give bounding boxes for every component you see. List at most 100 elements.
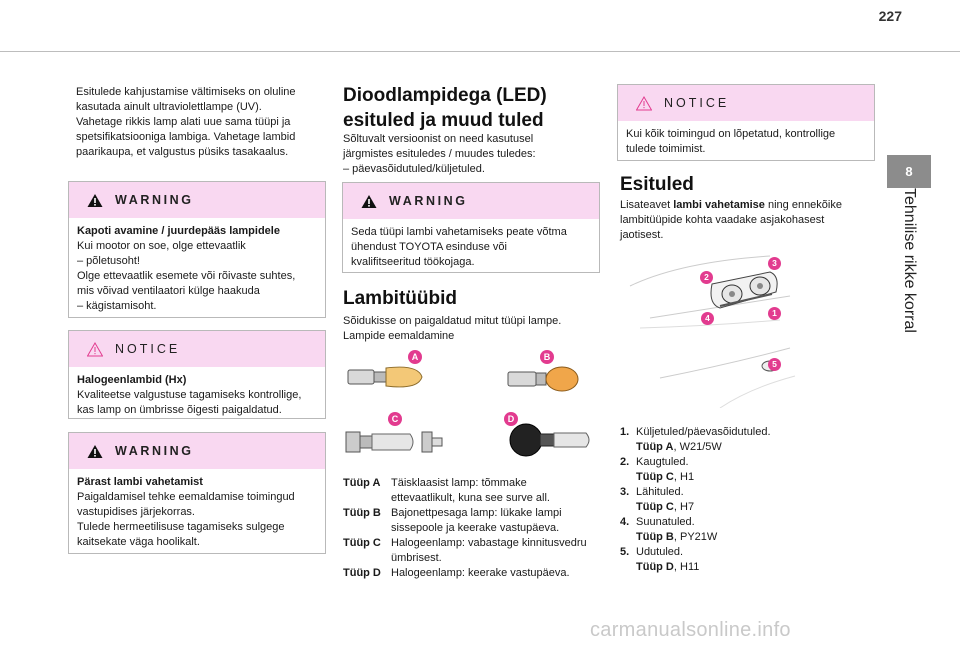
text-line: kvalifitseeritud töökojaga. <box>351 256 475 268</box>
section-title-line: Dioodlampidega (LED) <box>343 85 547 106</box>
text-span: ning ennekõike <box>764 199 842 211</box>
headlight-bulb-list: 1. Küljetuled/päevasõidutuled. Tüüp A, W2… <box>620 425 870 575</box>
warning-body: Seda tüüpi lambi vahetamiseks peate võtm… <box>343 219 599 277</box>
text-line: Sõltuvalt versioonist on need kasutusel <box>343 133 534 145</box>
item-name: Küljetuled/päevasõidutuled. <box>636 426 771 438</box>
text-line: Kvaliteetse valgustuse tagamiseks kontro… <box>77 389 302 401</box>
text-line: Olge ettevaatlik esemete või rõivaste su… <box>77 270 296 282</box>
item-spec: , W21/5W <box>673 441 722 453</box>
text-line: spetsifikatsiooniga lambiga. Vahetage la… <box>76 131 296 143</box>
text-line: Kui mootor on soe, olge ettevaatlik <box>77 240 246 252</box>
text-line: – päevasõidutuled/küljetuled. <box>343 163 485 175</box>
list-item: 5. Udutuled.Tüüp D, H11 <box>620 545 870 575</box>
notice-title: Halogeenlambid (Hx) <box>77 374 187 386</box>
item-type: Tüüp C <box>636 501 674 513</box>
item-name: Udutuled. <box>636 546 684 558</box>
text-line: kaitsekate väga hoolikalt. <box>77 536 200 548</box>
headlights-title: Esituled <box>620 174 694 195</box>
warning-triangle-icon <box>87 193 103 207</box>
list-item: 1. Küljetuled/päevasõidutuled. Tüüp A, W2… <box>620 425 870 455</box>
text-line: Seda tüüpi lambi vahetamiseks peate võtm… <box>351 226 567 238</box>
bulb-type-d-illustration <box>509 423 590 457</box>
text-line: – kägistamisoht. <box>77 300 157 312</box>
notice-box-check: NOTICE Kui kõik toimingud on lõpetatud, … <box>617 84 875 161</box>
notice-box-halogen: NOTICE Halogeenlambid (Hx) Kvaliteetse v… <box>68 330 326 419</box>
bulb-label-a: A <box>408 350 422 364</box>
type-desc-line: ettevaatlikult, kuna see surve all. <box>391 492 550 504</box>
item-spec: , H7 <box>673 501 695 513</box>
text-line: Esitulede kahjustamise vältimiseks on ol… <box>76 86 296 98</box>
item-number: 1. <box>620 426 630 438</box>
bulb-type-b-illustration <box>507 366 579 392</box>
notice-header: NOTICE <box>69 331 325 367</box>
text-line: paarikaupa, et valgustus püsiks tasakaal… <box>76 146 289 158</box>
item-number: 2. <box>620 456 630 468</box>
text-line: Paigaldamisel tehke eemaldamise toimingu… <box>77 491 295 503</box>
text-line: vastupidises järjekorras. <box>77 506 195 518</box>
led-section-title: Dioodlampidega (LED) esituled ja muud tu… <box>343 83 603 133</box>
type-key: Tüüp A <box>343 477 381 489</box>
item-name: Kaugtuled. <box>636 456 689 468</box>
item-spec: , H11 <box>673 561 700 573</box>
text-line: Lisateavet lambi vahetamise ning ennekõi… <box>620 198 880 213</box>
list-item: 3. Lähituled. Tüüp C, H7 <box>620 485 870 515</box>
notice-body: Kui kõik toimingud on lõpetatud, kontrol… <box>618 121 874 164</box>
list-item: 4. Suunatuled.Tüüp B, PY21W <box>620 515 870 545</box>
bulb-type-c-row: Tüüp C Halogeenlamp: vabastage kinnitusv… <box>343 536 605 566</box>
header-divider <box>0 51 960 52</box>
item-name: Lähituled. <box>636 486 684 498</box>
notice-triangle-icon <box>87 341 103 356</box>
notice-label: NOTICE <box>664 96 730 110</box>
warning-header: WARNING <box>343 183 599 219</box>
bulb-label-d: D <box>504 412 518 426</box>
bulb-types-title: Lambitüübid <box>343 288 457 309</box>
text-span: Lisateavet <box>620 199 674 211</box>
text-line: Kui kõik toimingud on lõpetatud, kontrol… <box>626 128 836 140</box>
warning-title: Pärast lambi vahetamist <box>77 476 203 488</box>
bulb-type-b-row: Tüüp B Bajonettpesaga lamp: lükake lampi… <box>343 506 605 536</box>
text-line: jaotisest. <box>620 229 664 241</box>
warning-triangle-icon <box>87 444 103 458</box>
watermark-link[interactable]: carmanualsonline.info <box>590 619 791 641</box>
warning-label: WARNING <box>115 444 194 458</box>
callout-1: 1 <box>768 307 781 320</box>
text-line: tulede toimimist. <box>626 143 706 155</box>
text-line: Sõidukisse on paigaldatud mitut tüüpi la… <box>343 315 562 327</box>
text-line: Tulede hermeetilisuse tagamiseks sulgege <box>77 521 285 533</box>
bulb-types-intro: Sõidukisse on paigaldatud mitut tüüpi la… <box>343 314 603 344</box>
text-line: Lampide eemaldamine <box>343 330 455 342</box>
list-item: 2. Kaugtuled. Tüüp C, H1 <box>620 455 870 485</box>
chapter-title-text: Tehnilise rikke korral <box>901 188 918 333</box>
chapter-tab-number: 8 <box>887 155 931 188</box>
text-line: Vahetage rikkis lamp alati uue sama tüüp… <box>76 116 291 128</box>
item-type: Tüüp D <box>636 561 674 573</box>
col1-intro: Esitulede kahjustamise vältimiseks on ol… <box>76 85 326 160</box>
item-name: Suunatuled. <box>636 516 695 528</box>
warning-header: WARNING <box>69 433 325 469</box>
bulb-illustrations: A B C D <box>340 348 605 463</box>
item-type: Tüüp C <box>636 471 674 483</box>
notice-header: NOTICE <box>618 85 874 121</box>
item-spec: , H1 <box>673 471 695 483</box>
type-desc-line: Bajonettpesaga lamp: lükake lampi <box>391 507 562 519</box>
chapter-side-title: Tehnilise rikke korral <box>887 188 931 378</box>
type-key: Tüüp D <box>343 567 381 579</box>
bulb-label-c: C <box>388 412 402 426</box>
headlight-diagram: 1 2 3 4 5 <box>620 248 800 409</box>
warning-box-hood: WARNING Kapoti avamine / juurdepääs lamp… <box>68 181 326 318</box>
callout-2: 2 <box>700 271 713 284</box>
warning-label: WARNING <box>389 194 468 208</box>
warning-box-after-replacement: WARNING Pärast lambi vahetamist Paigalda… <box>68 432 326 554</box>
bulb-type-a-illustration <box>347 366 423 388</box>
warning-header: WARNING <box>69 182 325 218</box>
item-type: Tüüp B <box>636 531 674 543</box>
callout-5: 5 <box>768 358 781 371</box>
item-number: 3. <box>620 486 630 498</box>
notice-label: NOTICE <box>115 342 181 356</box>
item-type: Tüüp A <box>636 441 674 453</box>
item-spec: , PY21W <box>673 531 718 543</box>
text-line: kasutada ainult ultraviolettlampe (UV). <box>76 101 262 113</box>
warning-title: Kapoti avamine / juurdepääs lampidele <box>77 225 280 237</box>
